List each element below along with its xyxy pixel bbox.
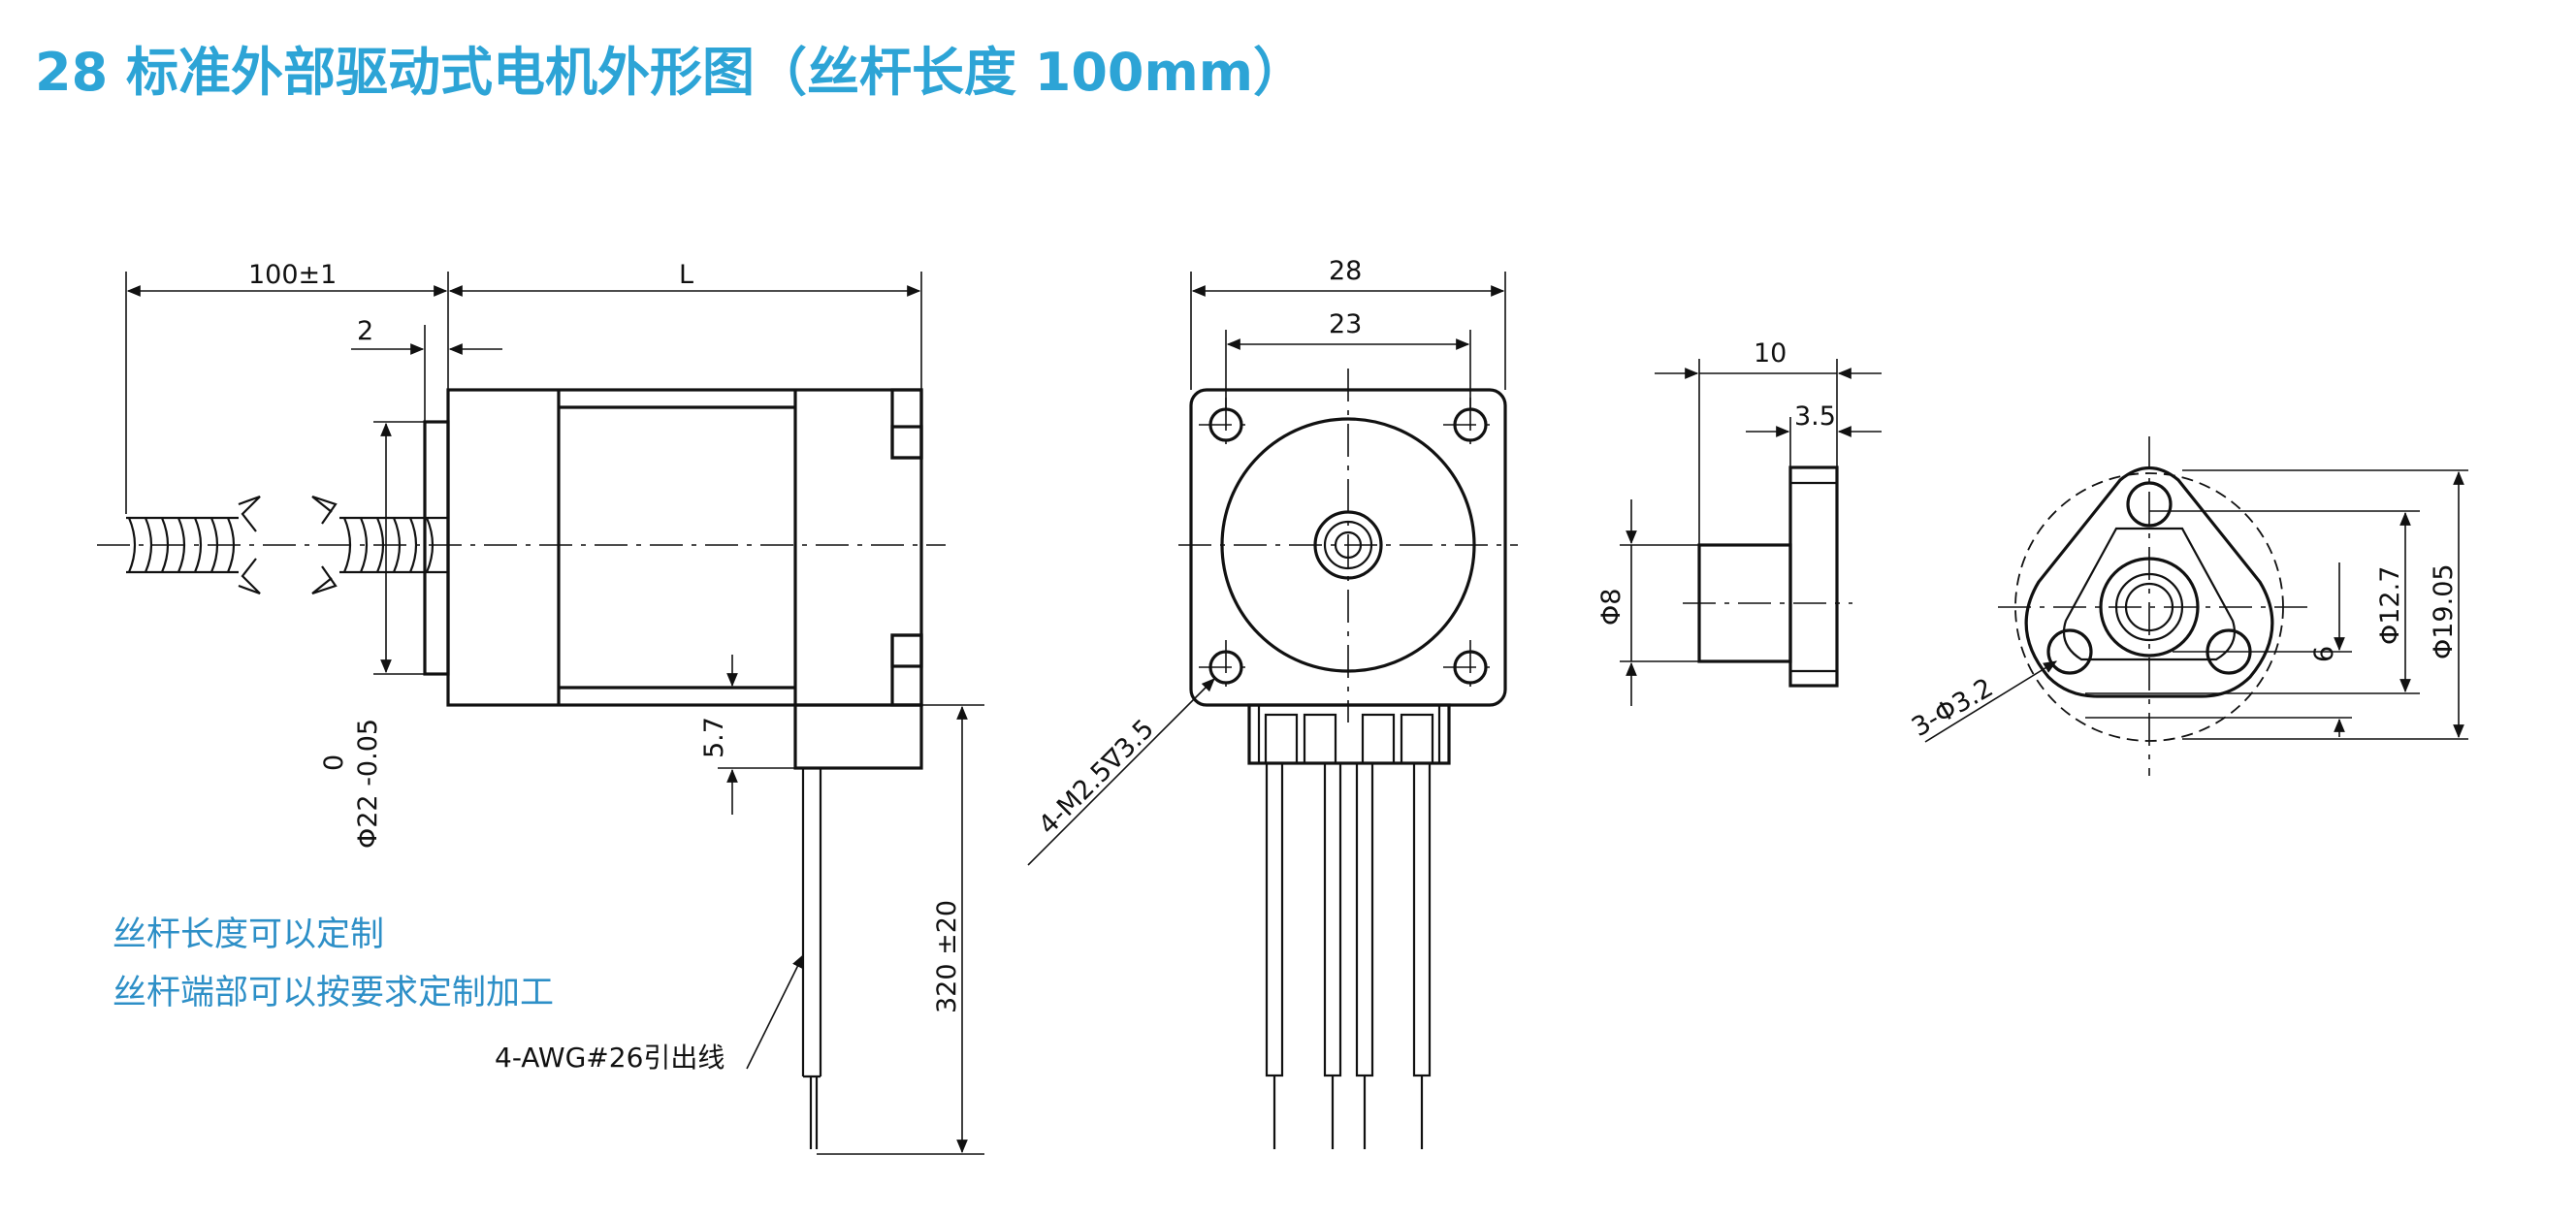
lead-wire-side [801,768,822,1149]
dim-nut-6: 6 [2309,646,2339,662]
motor-boss [423,420,450,676]
dim-front-width: 28 [1329,256,1362,286]
dim-hole-spacing: 23 [1329,309,1362,339]
note-custom-screw-length: 丝杆长度可以定制 [113,915,385,954]
connector-front [1247,703,1451,765]
dim-nut-outer-diameter: Φ19.05 [2429,563,2459,659]
page-title: 28 标准外部驱动式电机外形图（丝杆长度 100mm） [35,42,1305,103]
dim-nut-diameter: Φ8 [1596,589,1626,626]
lead-screw-left [126,495,261,595]
dim-lead-length: 320 ±20 [932,900,962,1013]
dim-nut-flange: 3.5 [1794,401,1836,432]
nut-front-view: Φ19.05 Φ12.7 6 3-Φ3.2 [1907,436,2468,776]
dim-connector-height: 5.7 [699,717,729,758]
nut-hole-left [2046,628,2093,675]
front-view: 28 23 4-M2.5∇3.5 [1027,256,1518,1149]
lead-screw-right [311,495,448,595]
dim-body-length: L [679,260,693,290]
nut-triangle-flange [2024,466,2274,698]
nut-hole-callout: 3-Φ3.2 [1907,673,1998,743]
note-custom-screw-end: 丝杆端部可以按要求定制加工 [113,974,555,1012]
nut-side-view: 10 3.5 Φ8 [1596,338,1882,706]
dim-screw-length: 100±1 [248,260,337,290]
dim-nut-hole-circle: Φ12.7 [2375,566,2405,645]
side-view: 100±1 L 2 0 Φ22 -0.05 5.7 320 ±20 4-AWG#… [97,260,984,1155]
motor-body [446,388,923,770]
dim-nut-length: 10 [1754,338,1787,369]
lead-wire-callout: 4-AWG#26引出线 [495,1042,724,1074]
dim-boss-diameter-tolerance: 0 [319,754,349,771]
nut-flange [1788,466,1839,688]
mount-hole-callout: 4-M2.5∇3.5 [1033,714,1160,841]
dim-boss-diameter: Φ22 -0.05 [353,719,383,849]
lead-wires-front [1265,761,1432,1149]
dim-boss-thickness: 2 [357,316,373,346]
